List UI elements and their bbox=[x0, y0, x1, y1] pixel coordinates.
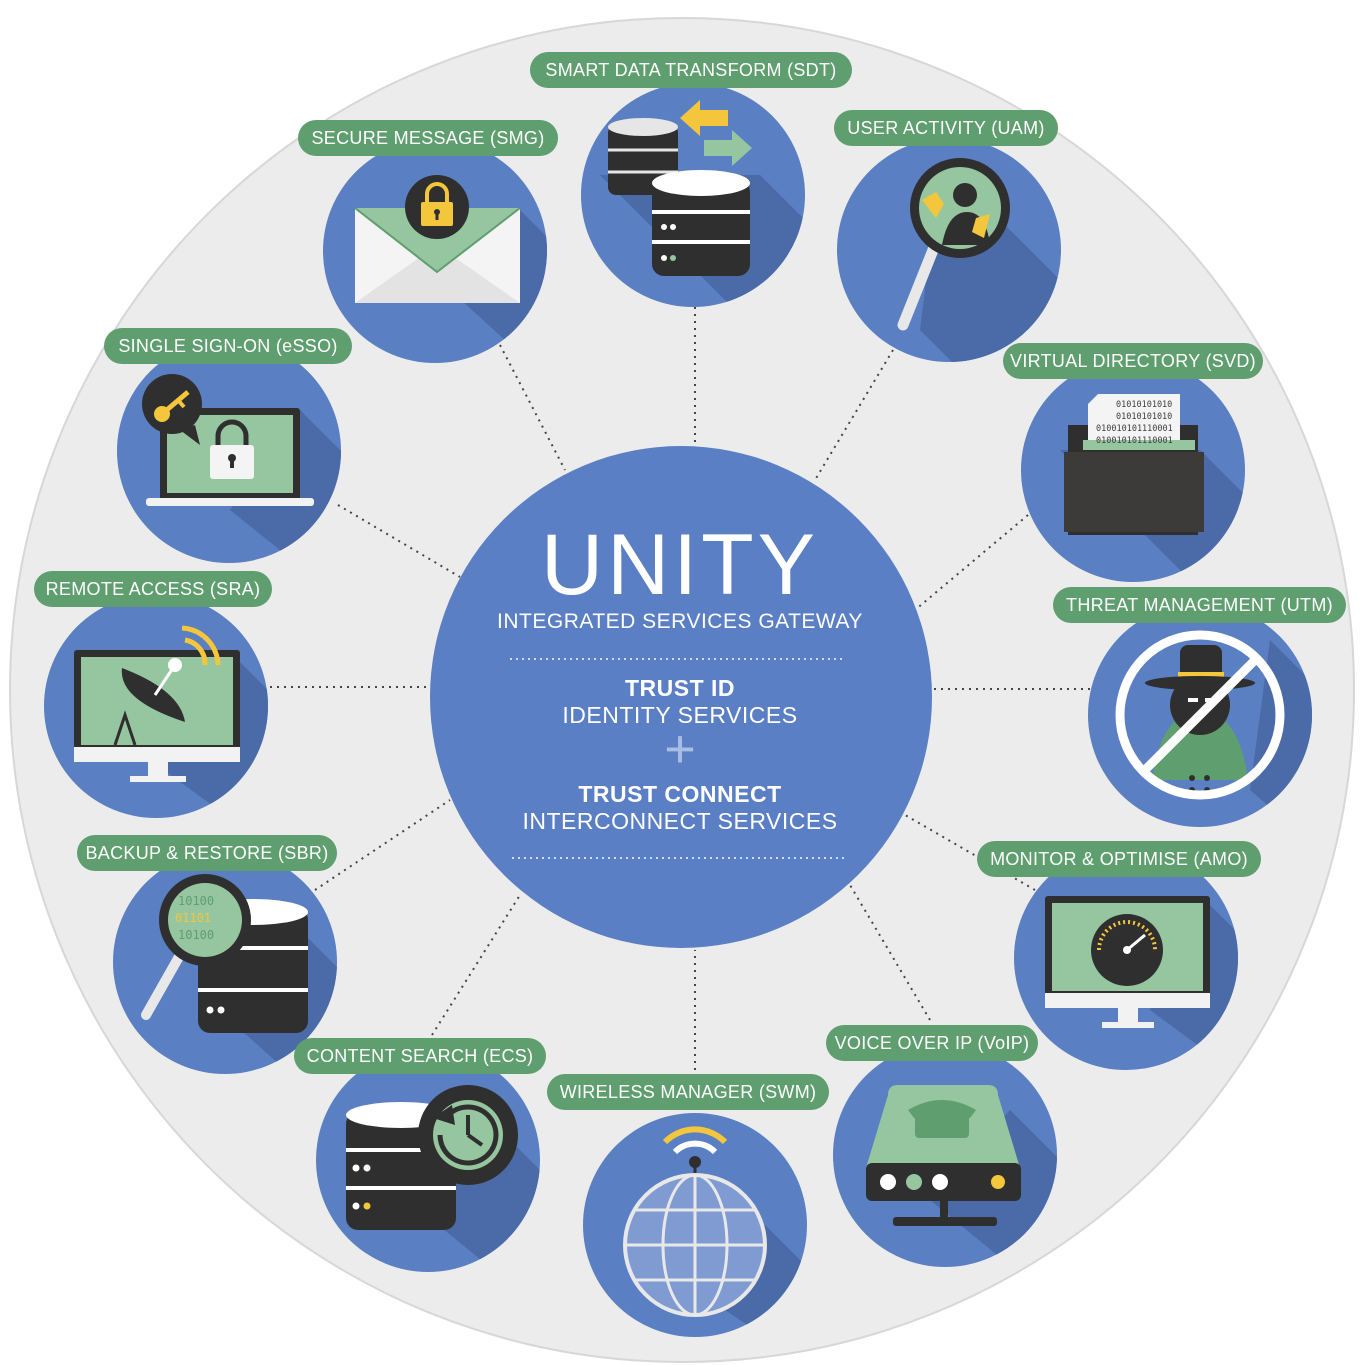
interconnect-services-label: INTERCONNECT SERVICES bbox=[522, 808, 838, 834]
node-ecs bbox=[316, 1048, 540, 1272]
database-history-icon bbox=[346, 1085, 518, 1230]
label-ecs: CONTENT SEARCH (ECS) bbox=[294, 1038, 546, 1074]
binary-line-2: 01101 bbox=[175, 911, 211, 925]
wireless-globe-icon bbox=[623, 1126, 767, 1317]
connector-esso bbox=[337, 504, 461, 578]
database-transfer-icon bbox=[608, 100, 752, 276]
center-hub bbox=[430, 446, 932, 948]
binary-line-1: 01010101010 bbox=[1116, 400, 1172, 410]
node-sra bbox=[44, 594, 268, 818]
node-sdt bbox=[581, 83, 805, 307]
node-svd: 01010101010 01010101010 010010101110001 … bbox=[1021, 358, 1245, 582]
monitor-gauge-icon bbox=[1045, 896, 1210, 1028]
label-svd: VIRTUAL DIRECTORY (SVD) bbox=[1003, 343, 1263, 379]
binary-line-4: 010010101110001 bbox=[1096, 436, 1173, 446]
no-spy-icon bbox=[1115, 630, 1285, 800]
connectors bbox=[270, 307, 1090, 1070]
identity-services-label: IDENTITY SERVICES bbox=[562, 702, 798, 728]
binary-line-3: 010010101110001 bbox=[1096, 424, 1173, 434]
binary-line-3: 10100 bbox=[178, 928, 214, 942]
plus-sign: + bbox=[664, 719, 696, 779]
label-smg: SECURE MESSAGE (SMG) bbox=[298, 120, 558, 156]
phone-router-icon bbox=[866, 1085, 1021, 1226]
magnifier-database-icon: 10100 01101 10100 bbox=[141, 874, 308, 1033]
locked-envelope-icon bbox=[354, 175, 521, 303]
label-sra: REMOTE ACCESS (SRA) bbox=[34, 571, 272, 607]
binary-line-1: 10100 bbox=[178, 894, 214, 908]
connector-voip bbox=[849, 884, 931, 1021]
label-amo: MONITOR & OPTIMISE (AMO) bbox=[977, 841, 1261, 877]
label-utm: THREAT MANAGEMENT (UTM) bbox=[1053, 587, 1346, 623]
magnifier-user-icon bbox=[897, 158, 1010, 331]
folder-binary-icon: 01010101010 01010101010 010010101110001 … bbox=[1064, 394, 1204, 535]
binary-line-2: 01010101010 bbox=[1116, 412, 1172, 422]
center-title: UNITY bbox=[541, 517, 819, 613]
connector-uam bbox=[814, 349, 894, 481]
label-sbr: BACKUP & RESTORE (SBR) bbox=[77, 835, 337, 871]
label-esso: SINGLE SIGN-ON (eSSO) bbox=[104, 328, 352, 364]
connector-smg bbox=[499, 344, 566, 471]
trust-connect-heading: TRUST CONNECT bbox=[578, 781, 782, 807]
center-subtitle: INTEGRATED SERVICES GATEWAY bbox=[497, 610, 863, 633]
satellite-monitor-icon bbox=[74, 625, 240, 782]
label-swm: WIRELESS MANAGER (SWM) bbox=[547, 1074, 829, 1110]
node-voip bbox=[833, 1043, 1057, 1267]
label-sdt: SMART DATA TRANSFORM (SDT) bbox=[530, 52, 852, 88]
trust-id-heading: TRUST ID bbox=[624, 675, 736, 701]
key-laptop-icon bbox=[142, 374, 314, 506]
label-voip: VOICE OVER IP (VoIP) bbox=[826, 1025, 1038, 1061]
label-uam: USER ACTIVITY (UAM) bbox=[834, 110, 1058, 146]
